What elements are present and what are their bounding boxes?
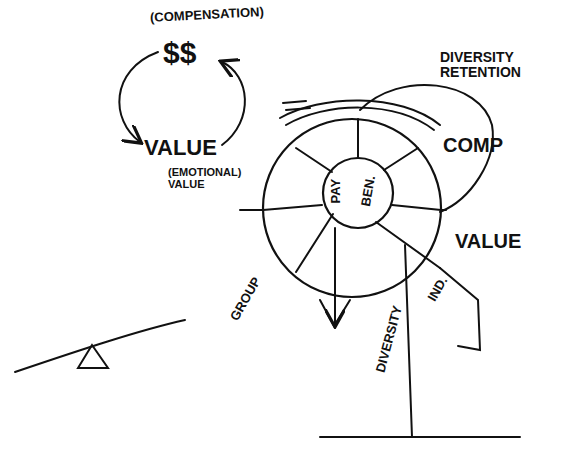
loop-arrow [222,62,245,145]
sketch-label: IND. [425,274,450,304]
sketch-label: (EMOTIONAL) VALUE [168,166,240,190]
outer-circle: COMPPAYBEN. [262,118,442,298]
node-text: COMP [443,134,503,156]
tick [283,101,310,110]
seesaw-pivot [78,345,108,368]
down-arrow [334,228,336,325]
inner-circle: PAY BEN. [322,157,394,229]
sketch-label: DIVERSITY [374,304,406,374]
loop-arrow [119,52,158,142]
arc [280,100,440,125]
spoke [357,119,359,157]
sketch-label: $$ [163,36,196,69]
spoke [296,214,440,272]
spoke [296,148,418,172]
sketch-label: DIVERSITY RETENTION [440,50,560,81]
node-text: BEN. [359,175,378,208]
sketch-label: VALUE [455,230,521,252]
node-text: PAY [329,179,343,204]
sketch-label: GROUP [228,275,264,323]
seesaw-beam [15,320,185,372]
sketch-label: (COMPENSATION) [150,5,264,25]
axis [240,209,263,211]
circle-outline [262,118,442,298]
sketch-label: VALUE [144,136,217,160]
arrow-hook [320,300,350,326]
spoke [263,205,441,210]
ground-line [320,436,520,438]
